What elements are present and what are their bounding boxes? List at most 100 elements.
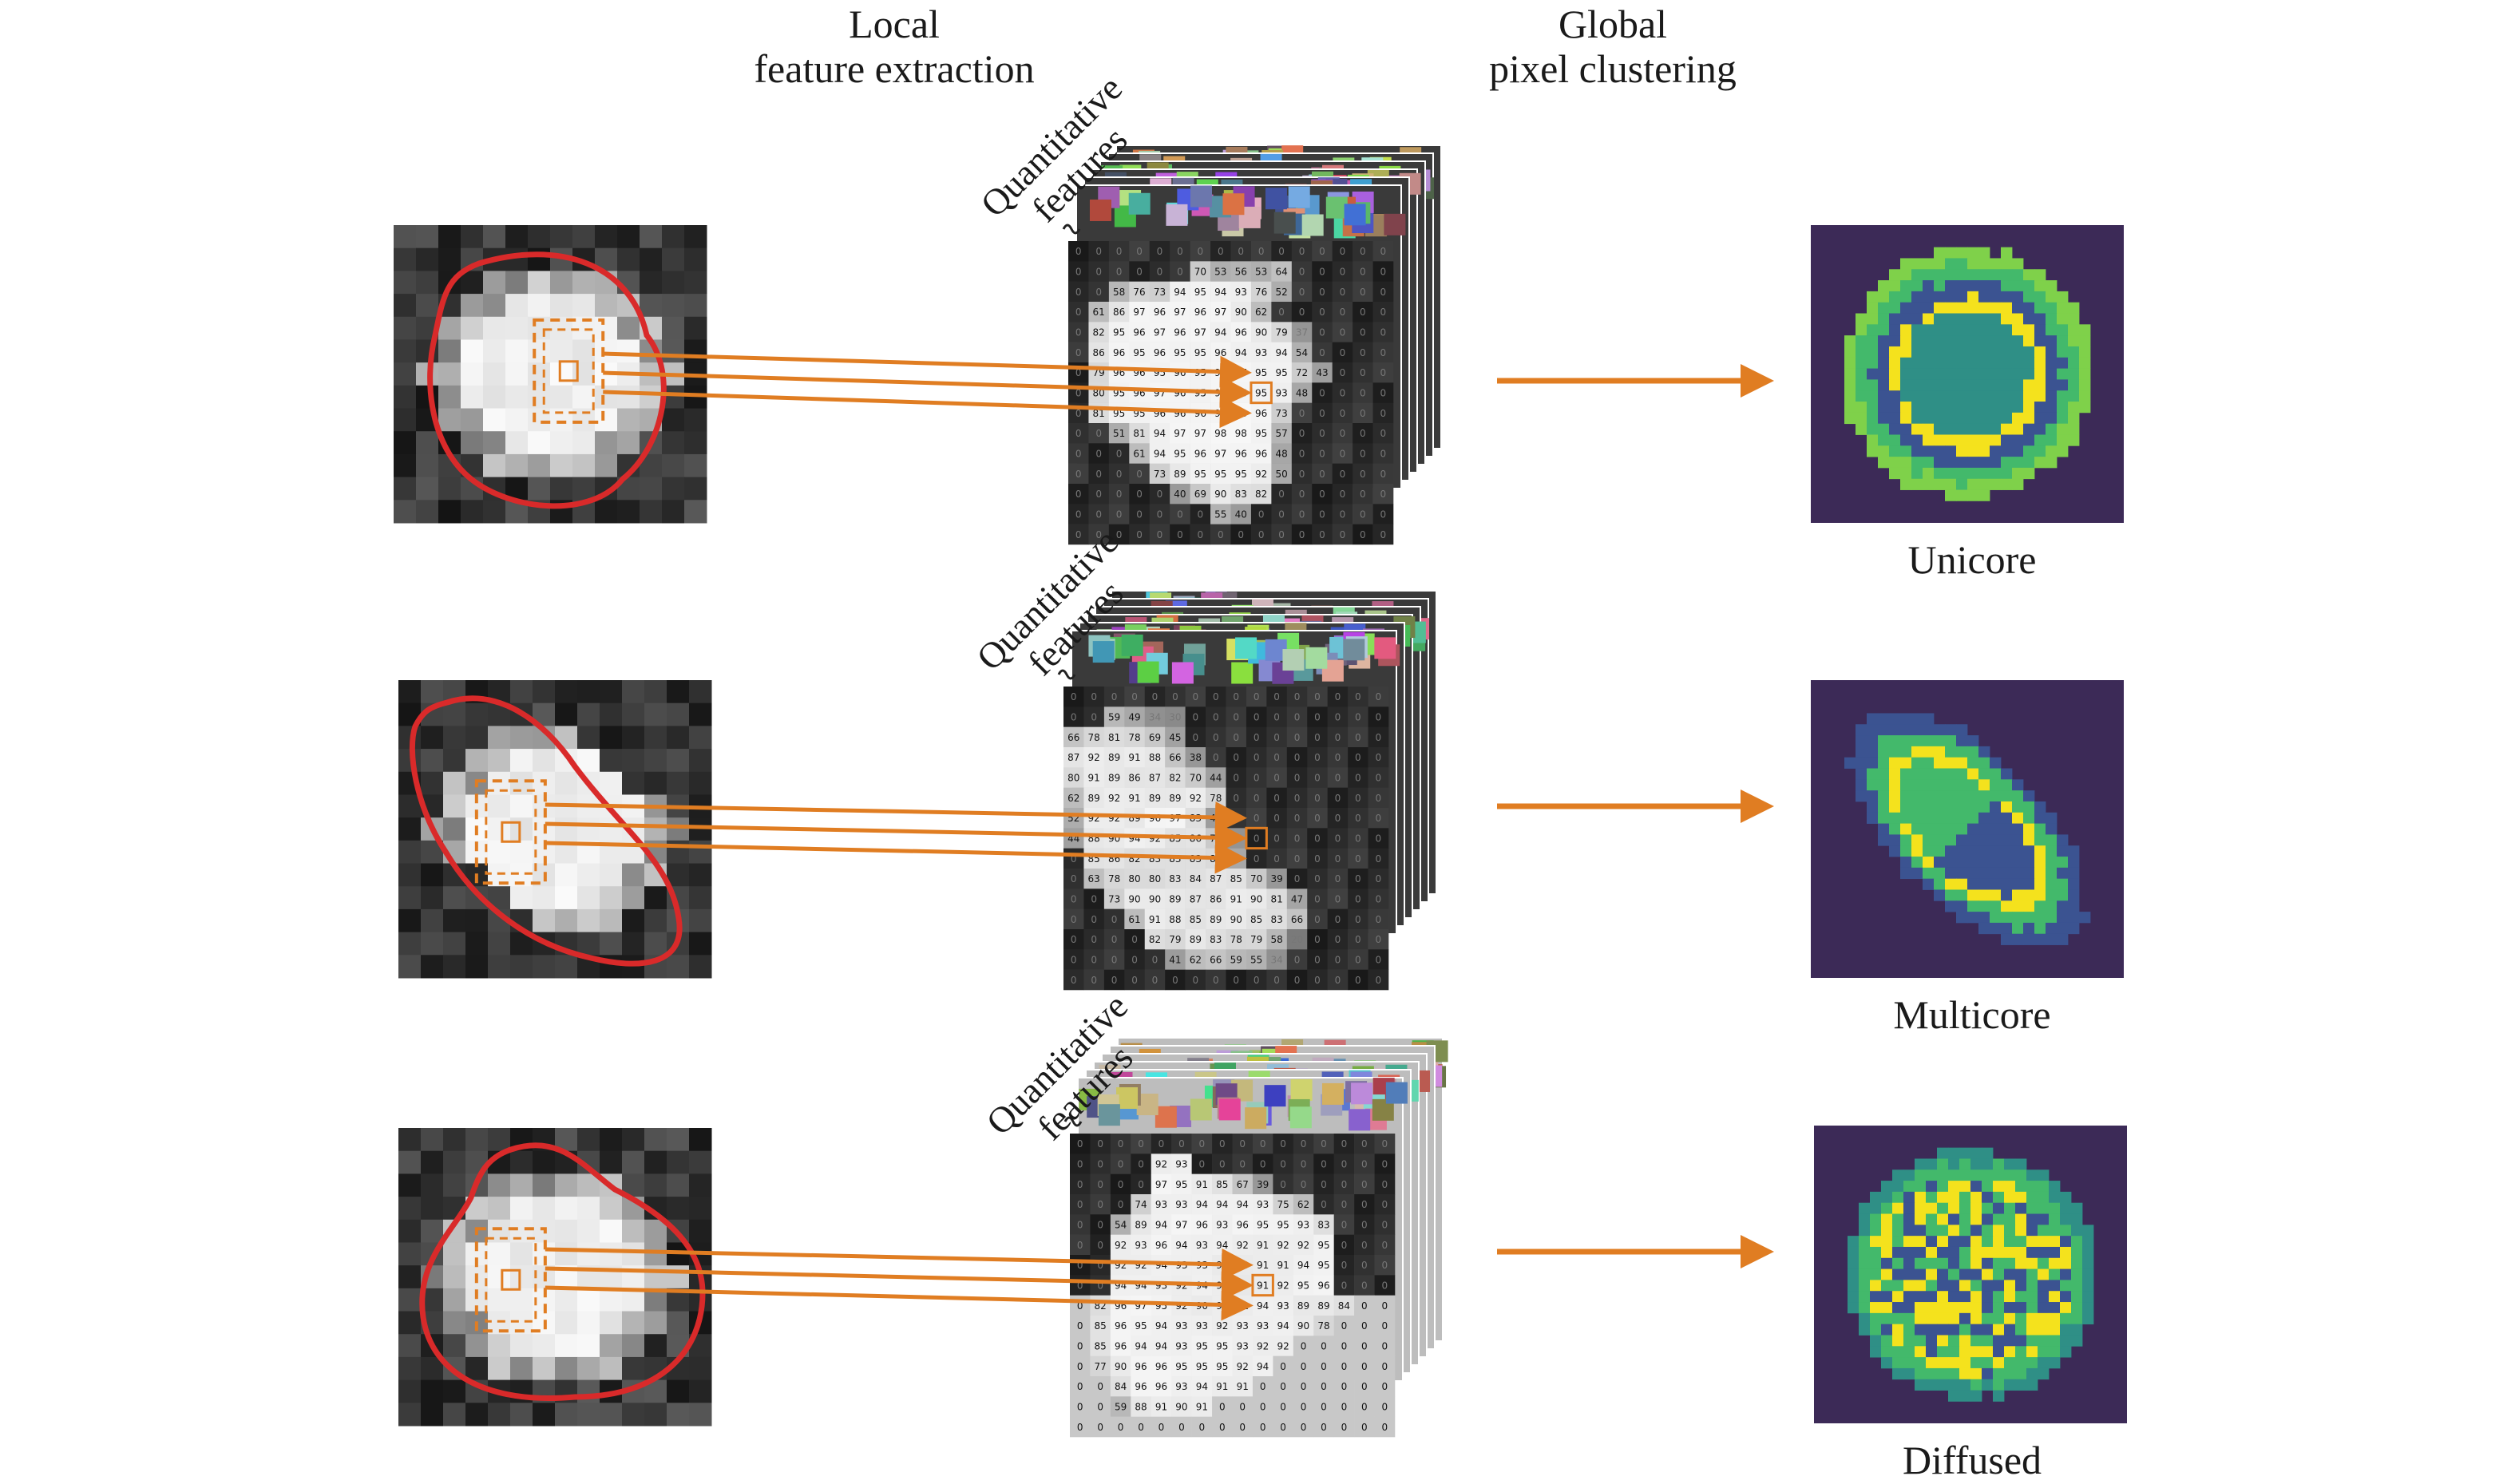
cluster-pixel [1934,790,1946,802]
matrix-value: 96 [1196,1220,1208,1231]
matrix-value: 0 [1157,246,1163,257]
matrix-value: 0 [1361,1280,1368,1292]
pixel [483,408,506,432]
cluster-pixel [1923,280,1935,292]
pixel [443,771,466,795]
pixel [622,955,645,979]
cluster-pixel [1900,423,1912,435]
matrix-cell [1149,443,1170,464]
cluster-pixel [2079,912,2091,924]
cluster-pixel [2057,368,2069,380]
cluster-pixel [1903,1236,1915,1248]
matrix-cell [1332,463,1353,485]
cluster-pixel [2071,1213,2083,1225]
matrix-value: 0 [1375,752,1381,763]
matrix-value: 0 [1260,1138,1266,1150]
matrix-value: 53 [1214,267,1226,278]
matrix-value: 91 [1257,1240,1269,1251]
cluster-pixel [2023,857,2035,869]
matrix-value: 0 [1075,489,1082,500]
cluster-pixel [2004,1246,2016,1259]
cluster-pixel [2034,878,2046,890]
matrix-value: 0 [1360,509,1366,520]
cluster-pixel [1967,357,1979,369]
matrix-value: 0 [1095,489,1102,500]
matrix-value: 0 [1299,449,1305,460]
matrix-value: 0 [1299,287,1305,298]
matrix-cell [1332,362,1353,383]
feature-map-layer-pixel [1089,199,1111,221]
matrix-value: 89 [1088,793,1100,804]
matrix-value: 94 [1277,1320,1289,1332]
cluster-pixel [1848,1236,1860,1248]
cluster-pixel [1870,1236,1882,1248]
cluster-pixel [1945,746,1957,758]
matrix-cell [1210,302,1231,323]
cluster-pixel [1990,889,2002,901]
matrix-value: 40 [1235,509,1247,520]
cluster-pixel [1967,467,1979,480]
cluster-pixel [2068,379,2080,391]
matrix-value: 87 [1210,873,1222,884]
matrix-value: 0 [1381,1199,1388,1210]
matrix-value: 0 [1158,1422,1165,1433]
matrix-value: 0 [1381,1179,1388,1190]
column-title-local-line2: feature extraction [754,46,1035,91]
matrix-value: 0 [1075,509,1082,520]
cluster-pixel [1990,834,2002,846]
input-image [398,680,712,979]
matrix-value: 0 [1360,287,1366,298]
cluster-pixel [1956,434,1968,446]
matrix-value: 92 [1237,1361,1249,1372]
cluster-pixel [1889,801,1901,813]
matrix-cell [1149,463,1170,485]
matrix-value: 0 [1294,813,1301,824]
pixel [465,1334,489,1358]
matrix-cell [1210,484,1231,505]
cluster-pixel [2001,467,2013,480]
cluster-pixel [2023,434,2035,446]
pixel [622,908,645,933]
cluster-pixel [2015,1225,2027,1237]
pixel [421,1128,444,1152]
matrix-value: 96 [1154,347,1166,358]
matrix-value: 96 [1135,1361,1147,1372]
feature-arrow [603,370,1252,408]
pixel [689,1173,712,1197]
pixel [600,749,623,773]
cluster-pixel [1911,346,1923,358]
matrix-value: 0 [1319,307,1325,318]
matrix-value: 95 [1133,347,1145,358]
cluster-pixel [1993,1302,2005,1314]
cluster-pixel [1993,1312,2005,1325]
matrix-value: 0 [1381,1361,1388,1372]
matrix-value: 73 [1275,408,1287,419]
matrix-value: 0 [1319,287,1325,298]
feature-map-layer-pixel [1121,634,1143,656]
pixel [644,702,667,726]
cluster-map [1811,225,2124,523]
matrix-cell [1190,524,1211,545]
cluster-pixel [1903,1302,1915,1314]
pixel [689,1379,712,1403]
cluster-pixel [1982,1213,1994,1225]
cluster-pixel [1900,357,1912,369]
matrix-cell [1149,322,1170,342]
pixel [600,1242,623,1266]
cluster-pixel [1926,1191,1938,1204]
matrix-value: 59 [1108,712,1120,723]
pixel [394,247,417,271]
matrix-cell [1149,342,1170,363]
cluster-pixel [1892,1280,1904,1292]
cluster-pixel [2049,1302,2061,1314]
matrix-value: 64 [1275,267,1287,278]
cluster-pixel [2057,423,2069,435]
cluster-pixel [2012,889,2024,901]
matrix-value: 0 [1118,1422,1124,1433]
cluster-pixel [1900,346,1912,358]
matrix-value: 0 [1375,894,1381,905]
pixel [550,271,573,295]
pixel [528,362,551,386]
matrix-value: 89 [1108,773,1120,784]
cluster-pixel [1934,379,1946,391]
